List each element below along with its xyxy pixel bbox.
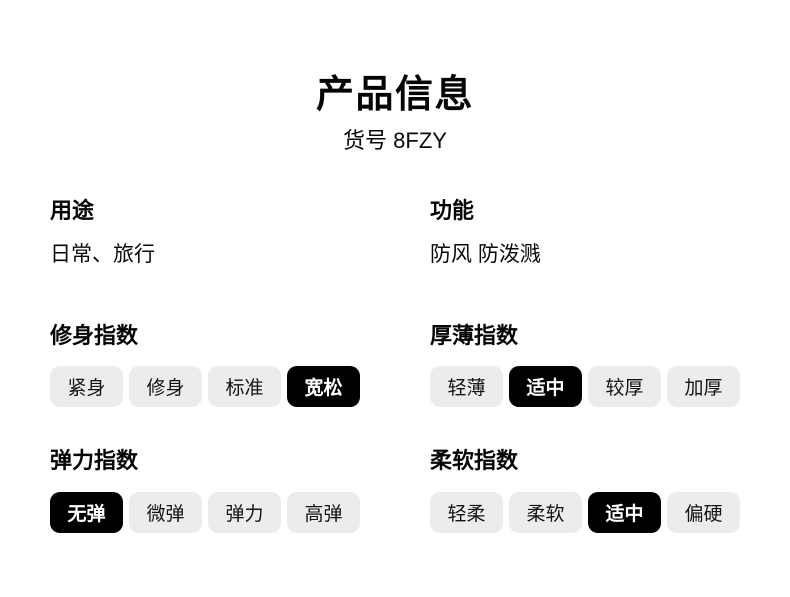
usage-value: 日常、旅行	[50, 243, 155, 267]
item-number: 货号 8FZY	[343, 128, 447, 153]
usage-label: 用途	[50, 198, 95, 223]
thickness-option-thicker[interactable]: 较厚	[588, 366, 661, 408]
page-header: 产品信息 货号 8FZY	[0, 0, 790, 152]
elasticity-index-label: 弹力指数	[50, 448, 139, 474]
fit-option-tight[interactable]: 紧身	[50, 366, 123, 408]
thickness-option-thin[interactable]: 轻薄	[430, 366, 503, 408]
softness-chip-group: 轻柔 柔软 适中 偏硬	[430, 491, 740, 533]
page-title: 产品信息	[315, 74, 474, 116]
thickness-option-extra-thick[interactable]: 加厚	[667, 366, 740, 408]
elasticity-chip-group: 无弹 微弹 弹力 高弹	[50, 491, 360, 533]
softness-option-light-soft[interactable]: 轻柔	[430, 491, 503, 533]
section-function: 功能 防风 防泼溅	[430, 198, 740, 267]
thickness-index-label: 厚薄指数	[430, 323, 519, 349]
elasticity-option-none[interactable]: 无弹	[50, 491, 123, 533]
thickness-option-medium[interactable]: 适中	[509, 366, 582, 408]
thickness-chip-group: 轻薄 适中 较厚 加厚	[430, 366, 740, 408]
elasticity-option-slight[interactable]: 微弹	[129, 491, 202, 533]
elasticity-option-high[interactable]: 高弹	[287, 491, 360, 533]
section-softness-index: 柔软指数 轻柔 柔软 适中 偏硬	[430, 448, 740, 533]
fit-option-standard[interactable]: 标准	[208, 366, 281, 408]
section-thickness-index: 厚薄指数 轻薄 适中 较厚 加厚	[430, 323, 740, 408]
softness-index-label: 柔软指数	[430, 448, 519, 474]
fit-index-label: 修身指数	[50, 323, 139, 349]
function-label: 功能	[430, 198, 475, 223]
function-value: 防风 防泼溅	[430, 243, 541, 267]
fit-chip-group: 紧身 修身 标准 宽松	[50, 366, 360, 408]
softness-option-soft[interactable]: 柔软	[509, 491, 582, 533]
elasticity-option-stretch[interactable]: 弹力	[208, 491, 281, 533]
fit-option-loose[interactable]: 宽松	[287, 366, 360, 408]
section-elasticity-index: 弹力指数 无弹 微弹 弹力 高弹	[50, 448, 360, 533]
section-usage: 用途 日常、旅行	[50, 198, 360, 267]
fit-option-slim[interactable]: 修身	[129, 366, 202, 408]
softness-option-firm[interactable]: 偏硬	[667, 491, 740, 533]
section-fit-index: 修身指数 紧身 修身 标准 宽松	[50, 323, 360, 408]
product-info-grid: 用途 日常、旅行 功能 防风 防泼溅 修身指数 紧身 修身 标准 宽松 厚薄指数…	[0, 198, 790, 533]
softness-option-medium[interactable]: 适中	[588, 491, 661, 533]
